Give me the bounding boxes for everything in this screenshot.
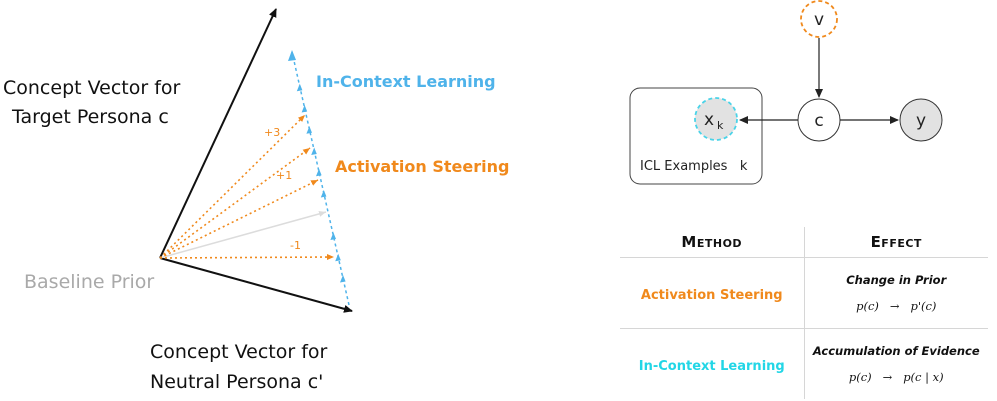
node-v bbox=[800, 0, 838, 38]
effect-title-prior: Change in Prior bbox=[846, 273, 947, 287]
effect-title-evidence: Accumulation of Evidence bbox=[812, 344, 980, 358]
plate-label: ICL Examples k bbox=[640, 159, 748, 174]
neutral-label-line1: Concept Vector for bbox=[150, 341, 328, 363]
node-x-subscript: k bbox=[717, 119, 724, 132]
node-v-label: v bbox=[814, 10, 824, 30]
header-effect: Effect bbox=[803, 227, 988, 258]
icl-step-marker bbox=[306, 126, 312, 134]
row-icl-method: In-Context Learning bbox=[620, 328, 805, 399]
steer-tick-plus1: +1 bbox=[276, 169, 292, 182]
target-label-line1: Concept Vector for bbox=[3, 77, 181, 99]
node-x bbox=[694, 97, 738, 141]
row-steering-effect: Change in Prior p(c) → p'(c) bbox=[803, 257, 988, 329]
graphical-model: v c y ICL Examples k x k bbox=[629, 0, 943, 185]
icl-step-marker bbox=[311, 147, 317, 155]
table-header-row: Method Effect bbox=[620, 227, 988, 258]
steering-label: Activation Steering bbox=[335, 157, 509, 176]
steer-tick-minus1: -1 bbox=[290, 239, 301, 252]
target-concept-vector bbox=[159, 8, 277, 259]
node-y-label: y bbox=[916, 111, 926, 131]
header-method: Method bbox=[620, 227, 805, 258]
baseline-prior-label: Baseline Prior bbox=[24, 271, 154, 293]
method-icl-label: In-Context Learning bbox=[638, 358, 785, 374]
icl-label: In-Context Learning bbox=[316, 72, 496, 91]
icl-step-marker bbox=[330, 232, 336, 240]
row-icl-effect: Accumulation of Evidence p(c) → p(c | x) bbox=[803, 328, 988, 399]
target-label-line2: Target Persona c bbox=[11, 106, 169, 128]
icl-step-marker bbox=[320, 190, 327, 198]
steer-tick-plus3: +3 bbox=[264, 126, 280, 139]
row-steering-method: Activation Steering bbox=[620, 257, 805, 329]
icl-step-marker bbox=[335, 253, 341, 262]
effect-formula-prior: p(c) → p'(c) bbox=[856, 299, 937, 313]
table-row: In-Context Learning Accumulation of Evid… bbox=[620, 328, 988, 399]
node-x-label: x bbox=[704, 110, 714, 130]
vector-diagram: +3 +1 -1 Concept Vector for Target Perso… bbox=[3, 8, 509, 393]
icl-step-marker bbox=[296, 83, 303, 92]
icl-step-marker bbox=[340, 275, 346, 283]
neutral-label-line2: Neutral Persona c' bbox=[150, 371, 323, 393]
effect-formula-evidence: p(c) → p(c | x) bbox=[848, 370, 944, 384]
steering-vector-plus1 bbox=[159, 179, 319, 259]
icl-step-marker bbox=[316, 168, 322, 177]
steering-vector-plus3 bbox=[159, 114, 306, 259]
icl-trajectory-arrowhead bbox=[288, 50, 296, 61]
steering-vector-plus2 bbox=[159, 147, 311, 259]
neutral-concept-vector bbox=[159, 257, 353, 313]
method-steering-label: Activation Steering bbox=[640, 287, 783, 303]
icl-step-marker bbox=[301, 105, 308, 113]
icl-step-markers bbox=[296, 83, 346, 283]
steering-vector-minus1 bbox=[159, 254, 335, 261]
node-y bbox=[899, 98, 943, 142]
baseline-prior-vector bbox=[159, 210, 327, 259]
node-c-label: c bbox=[814, 111, 823, 131]
table-row: Activation Steering Change in Prior p(c)… bbox=[620, 257, 988, 329]
method-effect-table: Method Effect Activation Steering Change… bbox=[620, 227, 988, 399]
icl-trajectory-line bbox=[291, 51, 350, 306]
